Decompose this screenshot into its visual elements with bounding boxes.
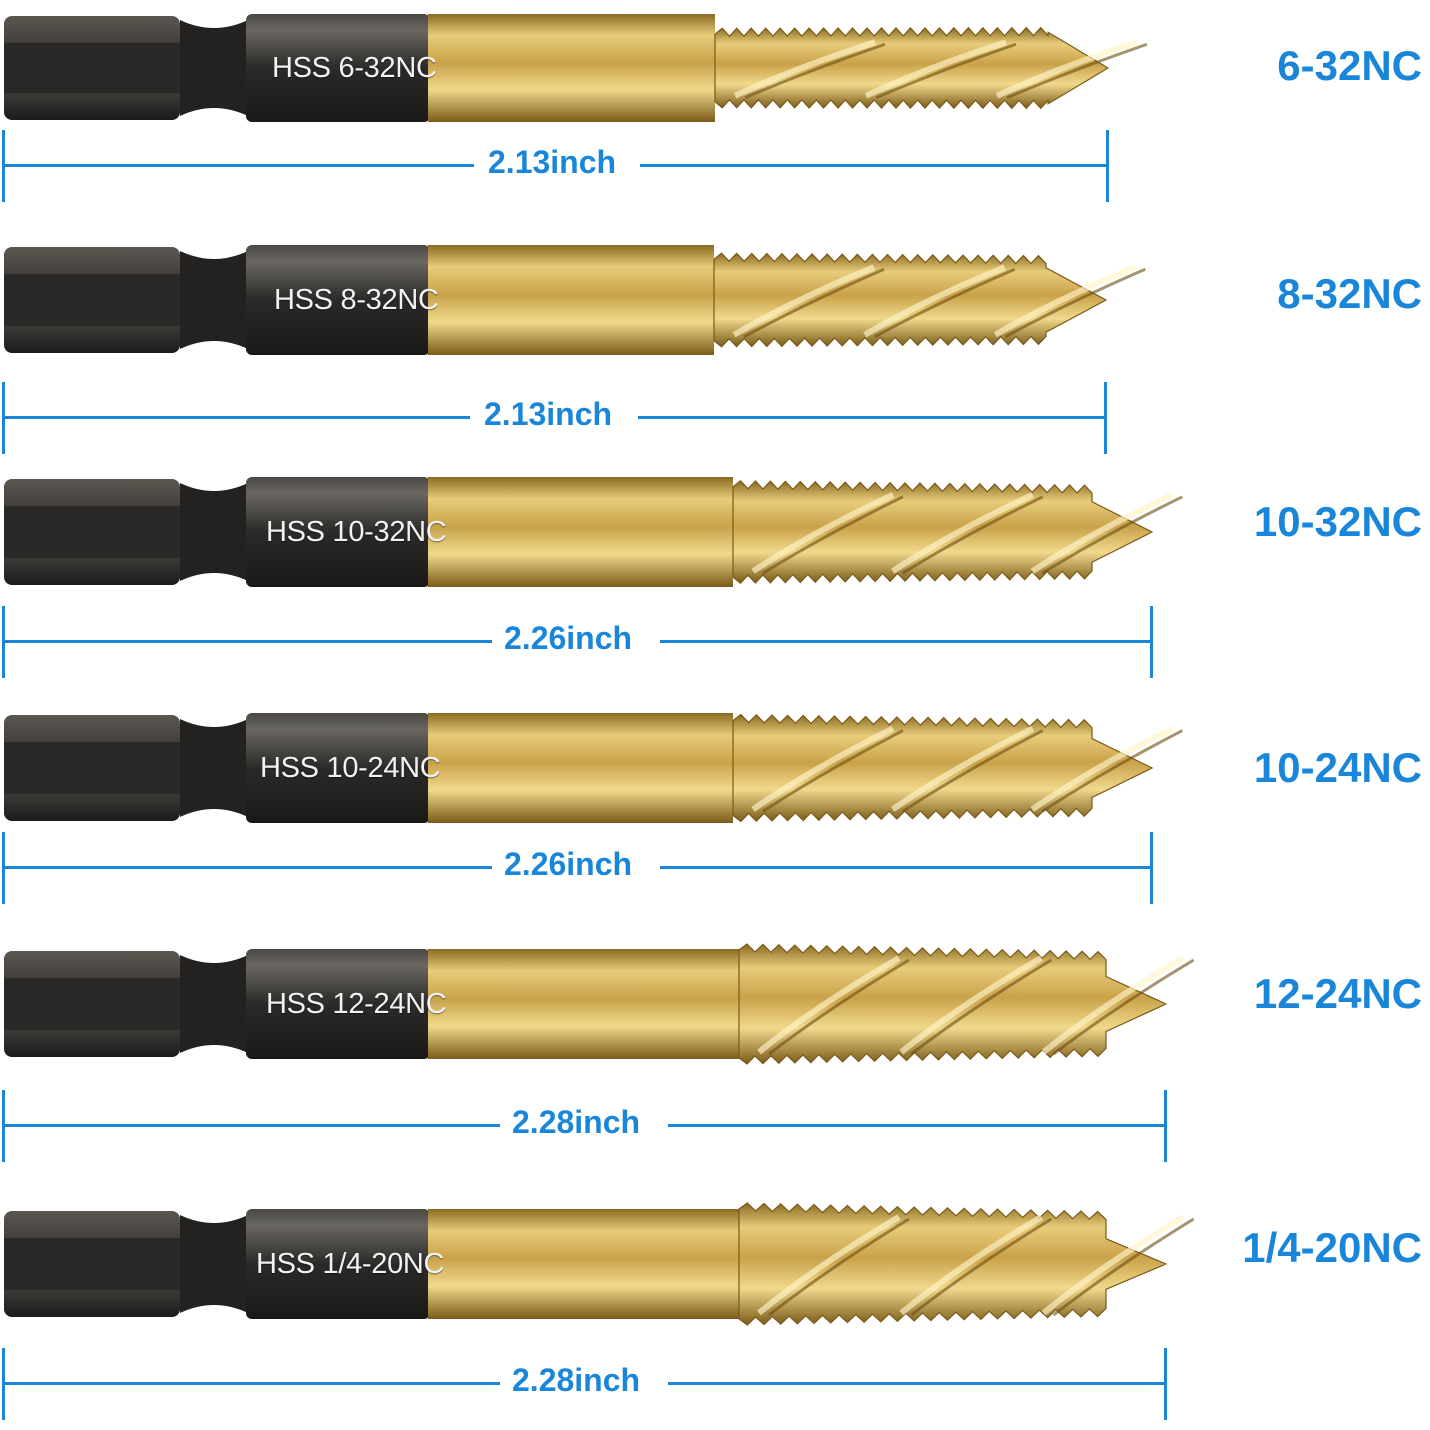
dimension-line-right bbox=[660, 866, 1152, 869]
dimension-line-left bbox=[4, 640, 492, 643]
size-label: 1/4-20NC bbox=[1242, 1224, 1422, 1271]
dimension-tick-left bbox=[2, 832, 5, 904]
dimension-tick-left bbox=[2, 130, 5, 202]
size-label: 12-24NC bbox=[1253, 970, 1422, 1017]
bit-marking: HSS 6-32NC bbox=[272, 52, 437, 84]
bit-marking: HSS 10-32NC bbox=[266, 516, 447, 548]
bit-marking: HSS 8-32NC bbox=[274, 284, 439, 316]
length-label: 2.28inch bbox=[502, 1362, 651, 1399]
bit-marking: HSS 12-24NC bbox=[266, 988, 447, 1020]
tap-drill-bit-10-32-image bbox=[4, 477, 1183, 587]
dimension-tick-right bbox=[1104, 382, 1107, 454]
dimension-line-right bbox=[668, 1124, 1166, 1127]
size-label: 10-24NC bbox=[1253, 744, 1422, 791]
dimension-tick-right bbox=[1106, 130, 1109, 202]
bit-row-6-32: HSS 6-32NC 6-32NC 2.13inch bbox=[0, 0, 1430, 240]
dimension-line-right bbox=[668, 1382, 1166, 1385]
size-label: 6-32NC bbox=[1277, 42, 1422, 89]
size-label: 10-32NC bbox=[1253, 498, 1422, 545]
dimension-line-left bbox=[4, 416, 470, 419]
dimension-tick-left bbox=[2, 1348, 5, 1420]
dimension-line-left bbox=[4, 866, 492, 869]
tap-drill-bit-10-24-image bbox=[4, 713, 1184, 823]
length-label: 2.28inch bbox=[502, 1104, 651, 1141]
bit-row-8-32: HSS 8-32NC 8-32NC 2.13inch bbox=[0, 240, 1430, 480]
length-label: 2.26inch bbox=[494, 846, 643, 883]
dimension-line-left bbox=[4, 1382, 500, 1385]
bit-marking: HSS 10-24NC bbox=[260, 752, 441, 784]
length-label: 2.26inch bbox=[494, 620, 643, 657]
dimension-line-right bbox=[638, 416, 1106, 419]
dimension-tick-right bbox=[1150, 606, 1153, 678]
dimension-tick-right bbox=[1164, 1348, 1167, 1420]
length-label: 2.13inch bbox=[478, 144, 627, 181]
length-label: 2.13inch bbox=[474, 396, 623, 433]
tap-drill-bit-12-24-image bbox=[4, 943, 1195, 1065]
bit-marking: HSS 1/4-20NC bbox=[256, 1248, 445, 1280]
bit-row-10-32: HSS 10-32NC 10-32NC 2.26inch bbox=[0, 470, 1430, 710]
dimension-line-right bbox=[640, 164, 1108, 167]
dimension-tick-right bbox=[1164, 1090, 1167, 1162]
bit-row-10-24: HSS 10-24NC 10-24NC 2.26inch bbox=[0, 706, 1430, 946]
tap-drill-bit-6-32-image bbox=[4, 14, 1148, 122]
bit-row-12-24: HSS 12-24NC 12-24NC 2.28inch bbox=[0, 940, 1430, 1180]
dimension-line-left bbox=[4, 1124, 500, 1127]
dimension-tick-left bbox=[2, 382, 5, 454]
size-label: 8-32NC bbox=[1277, 270, 1422, 317]
tap-drill-bit-8-32-image bbox=[4, 245, 1146, 355]
dimension-line-left bbox=[4, 164, 474, 167]
dimension-line-right bbox=[660, 640, 1152, 643]
tap-drill-bit-1-4-20-image bbox=[4, 1202, 1195, 1326]
dimension-tick-right bbox=[1150, 832, 1153, 904]
dimension-tick-left bbox=[2, 606, 5, 678]
dimension-tick-left bbox=[2, 1090, 5, 1162]
bit-row-1-4-20: HSS 1/4-20NC 1/4-20NC 2.28inch bbox=[0, 1190, 1430, 1430]
